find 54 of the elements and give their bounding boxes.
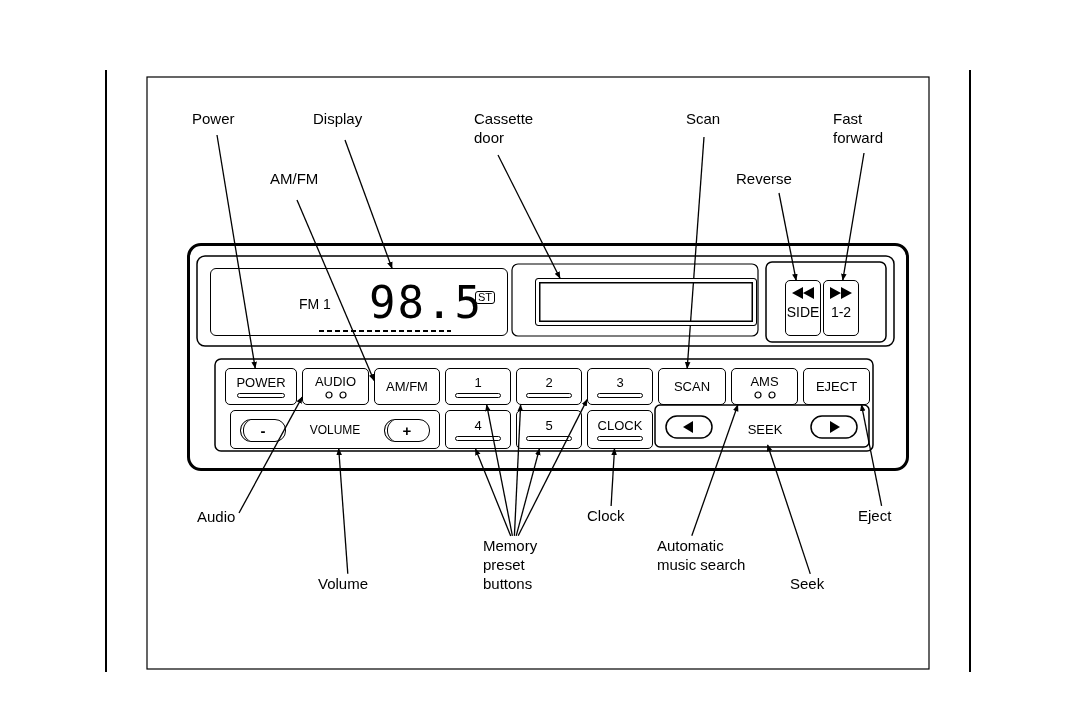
leader-line (497, 154, 561, 279)
volume-rocker: VOLUME - + (230, 410, 440, 449)
leader-line (515, 448, 541, 537)
leader-line (778, 192, 798, 281)
volume-up-button: + (384, 419, 430, 442)
leader-line (296, 199, 375, 382)
callout-label: Display (313, 109, 363, 128)
radio-button: EJECT (803, 368, 870, 405)
leader-line (691, 404, 739, 537)
leader-line (841, 152, 865, 281)
callout-label: AM/FM (270, 169, 319, 188)
callout-label: Fast forward (833, 109, 903, 147)
display-window (210, 268, 508, 336)
callout-label: Power (192, 109, 235, 128)
leader-line (766, 444, 811, 575)
leader-line (485, 404, 514, 537)
leader-line (517, 398, 588, 537)
leader-line (216, 134, 257, 369)
band-label: FM 1 (299, 297, 331, 311)
callout-label: Eject (858, 506, 892, 525)
radio-button: 3 (587, 368, 653, 405)
cassette-door (535, 278, 757, 326)
callout-label: Audio (197, 507, 236, 526)
leader-line (344, 139, 393, 269)
radio-panel (187, 243, 909, 471)
callout-label: Reverse (736, 169, 792, 188)
volume-down-button: - (240, 419, 286, 442)
radio-button: AM/FM (374, 368, 440, 405)
radio-button: SCAN (658, 368, 726, 405)
leader-line (513, 404, 524, 537)
leader-line (474, 448, 512, 537)
leader-line (860, 404, 883, 507)
leader-line (336, 448, 349, 575)
fast-forward-button: 1-2 (823, 280, 859, 336)
leader-line (610, 448, 617, 507)
radio-button: 5 (516, 410, 582, 449)
radio-button: 2 (516, 368, 582, 405)
leader-line (238, 396, 303, 514)
radio-button: AMS (731, 368, 798, 405)
radio-button: 4 (445, 410, 511, 449)
radio-button: POWER (225, 368, 297, 405)
reverse-button: SIDE (785, 280, 821, 336)
callout-label: Clock (587, 506, 625, 525)
callout-label: Volume (318, 574, 369, 593)
leader-line (684, 136, 705, 369)
callout-label: Scan (686, 109, 721, 128)
seek-label: SEEK (737, 413, 793, 445)
callout-label: Memory preset buttons (483, 536, 558, 593)
radio-button: AUDIO (302, 368, 369, 405)
radio-button: CLOCK (587, 410, 653, 449)
callout-label: Cassette door (474, 109, 554, 147)
callout-label: Seek (790, 574, 825, 593)
radio-button: 1 (445, 368, 511, 405)
callout-label: Automatic music search (657, 536, 747, 574)
